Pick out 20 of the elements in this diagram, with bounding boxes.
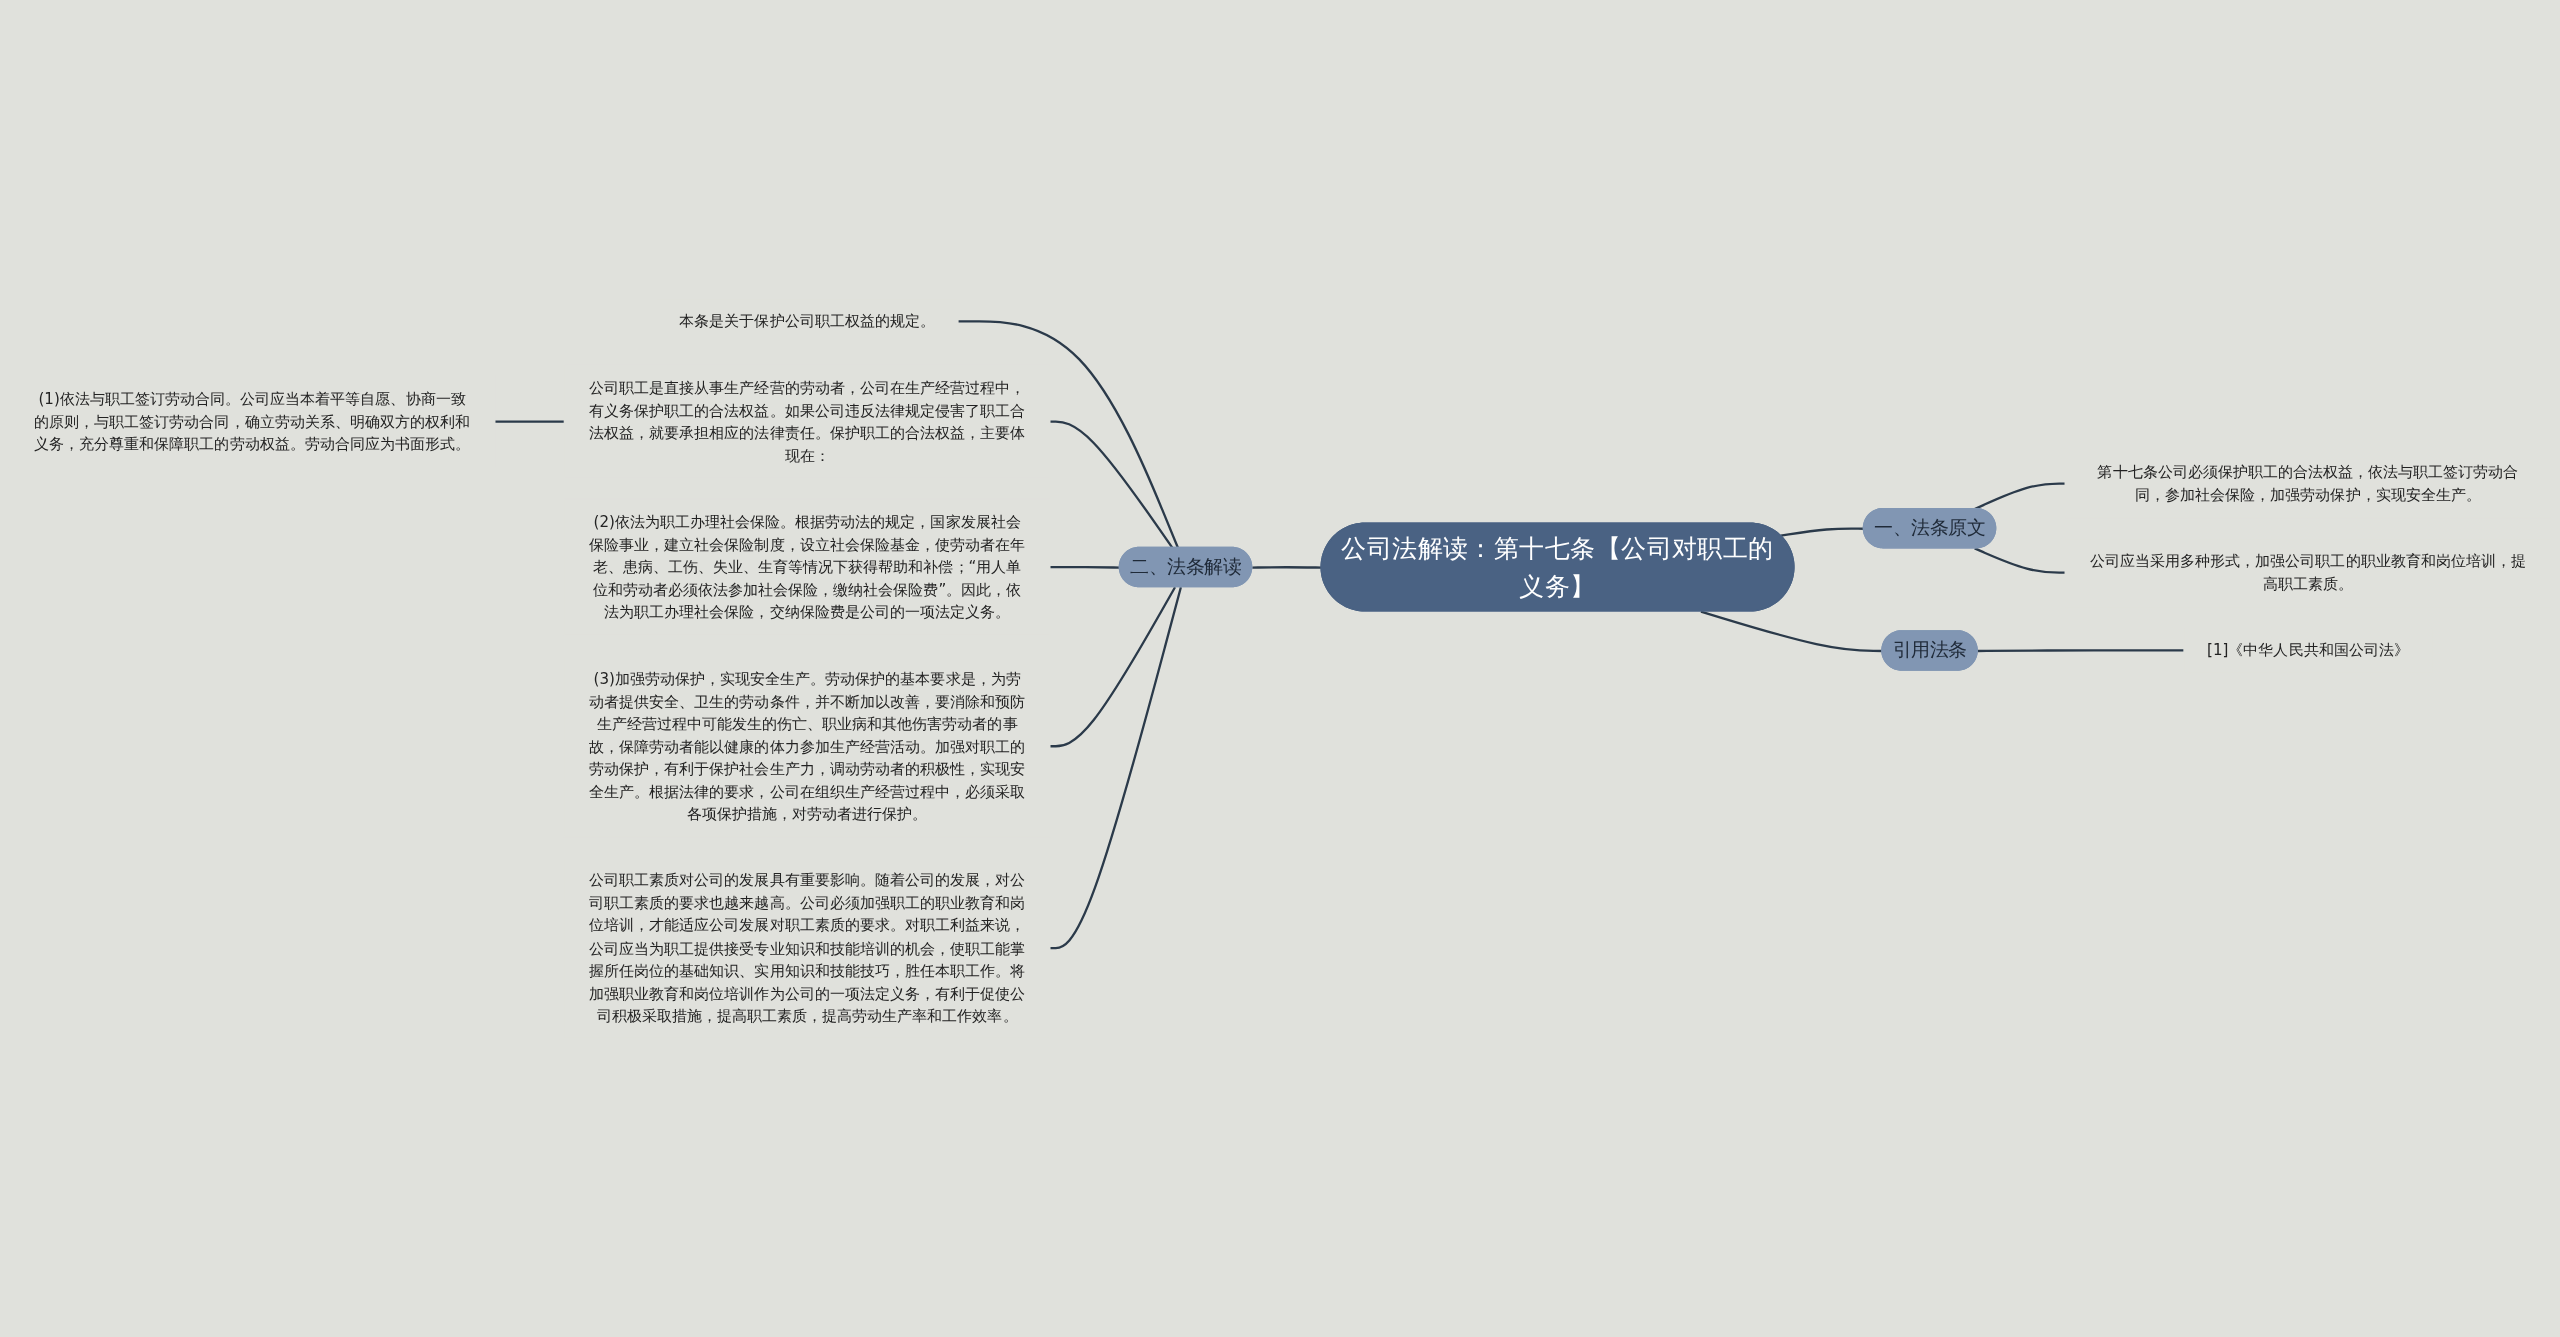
connector: [1252, 566, 1322, 569]
connector: [1974, 482, 2066, 511]
node-text: [1]《中华人民共和国公司法》: [2207, 641, 2409, 659]
node-text: 公司应当采用多种形式，加强公司职工的职业教育和岗位培训，提高职工素质。: [2089, 552, 2526, 593]
node-text: (3)加强劳动保护，实现安全生产。劳动保护的基本要求是，为劳动者提供安全、卫生的劳动条件，并不断加以改善，要消除和预防生产经营过程中可能发生的伤亡、职业病和其他伤害劳动者的事故，保障劳动者能以健康的体力参加生产经营活动。加强对职工的劳动保护，有利于保护社会生产力，调动劳动者的积极性，实现安全生产。根据法律的要求，公司在组织生产经营过程中，必须采取各项保护措施，对劳动者进行保护。: [589, 669, 1026, 823]
node-text: 公司职工是直接从事生产经营的劳动者，公司在生产经营过程中，有义务保护职工的合法权益。如果公司违反法律规定侵害了职工合法权益，就要承担相应的法律责任。保护职工的合法权益，主要体现在：: [589, 378, 1026, 464]
connector: [1780, 527, 1864, 537]
connector: [1049, 420, 1174, 549]
node-text: (2)依法为职工办理社会保险。根据劳动法的规定，国家发展社会保险事业，建立社会保险制度，设立社会保险基金，使劳动者在年老、患病、工伤、失业、生育等情况下获得帮助和补偿；“用人单位和劳动者必须依法参加社会保险，缴纳社会保险费”。因此，依法为职工办理社会保险，交纳保险费是公司的一项法定义务。: [589, 512, 1026, 621]
connector: [1049, 565, 1120, 569]
node-text: 本条是关于保护公司职工权益的规定。: [679, 312, 935, 330]
connector: [1977, 649, 2184, 653]
connector: [1974, 547, 2066, 574]
node-text: 第十七条公司必须保护职工的合法权益，依法与职工签订劳动合同，参加社会保险，加强劳动保护，实现安全生产。: [2097, 463, 2519, 504]
connector: [1049, 586, 1182, 950]
connector: [494, 420, 565, 423]
connector: [1049, 586, 1177, 748]
node-text: 公司职工素质对公司的发展具有重要影响。随着公司的发展，对公司职工素质的要求也越来越高。公司必须加强职工的职业教育和岗位培训，才能适应公司发展对职工素质的要求。对职工利益来说，公司应当为职工提供接受专业知识和技能培训的机会，使职工能掌握所任岗位的基础知识、实用知识和技能技巧，胜任本职工作。将加强职业教育和岗位培训作为公司的一项法定义务，有利于促使公司积极采取措施，提高职工素质，提高劳动生产率和工作效率。: [589, 871, 1026, 1025]
connector: [958, 320, 1180, 549]
node-text: (1)依法与职工签订劳动合同。公司应当本着平等自愿、协商一致的原则，与职工签订劳动合同，确立劳动关系、明确双方的权利和义务，充分尊重和保障职工的劳动权益。劳动合同应为书面形式。: [34, 390, 471, 453]
